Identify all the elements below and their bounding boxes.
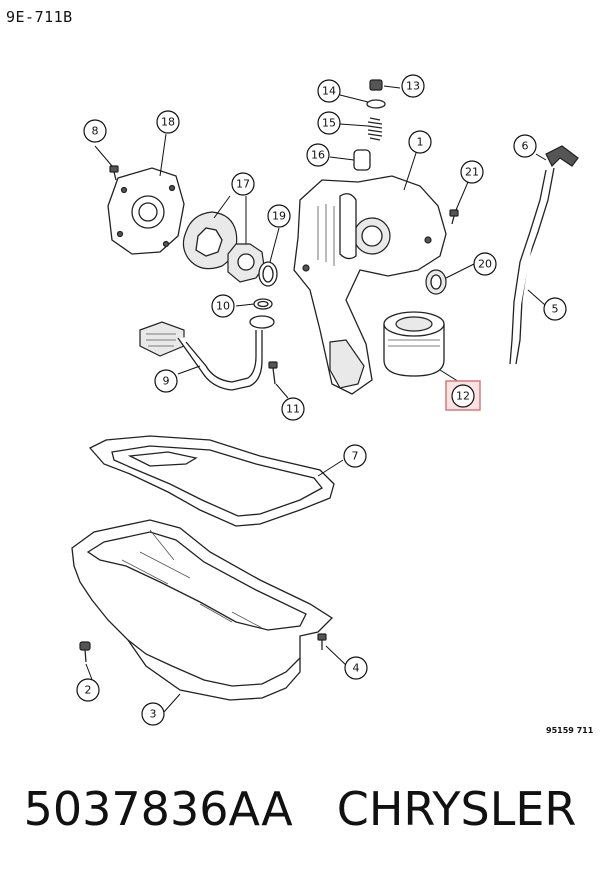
callout-3[interactable]: 3: [141, 702, 165, 726]
part-seal-20: [425, 269, 447, 295]
callout-2[interactable]: 2: [76, 678, 100, 702]
part-bolt-11: [268, 361, 278, 385]
part-bolt-4: [317, 633, 327, 650]
svg-text:1: 1: [417, 136, 424, 149]
footer: 5037836AA CHRYSLER: [0, 786, 600, 832]
svg-text:19: 19: [272, 210, 286, 223]
part-o-ring-10: [253, 298, 273, 310]
svg-text:18: 18: [161, 116, 175, 129]
figure-code: 95159 711: [546, 726, 594, 735]
brand-name: CHRYSLER: [336, 782, 577, 836]
svg-text:9: 9: [163, 375, 170, 388]
svg-text:15: 15: [322, 117, 336, 130]
svg-text:4: 4: [353, 662, 360, 675]
part-ring-19: [258, 261, 278, 287]
callout-4[interactable]: 4: [344, 656, 368, 680]
part-oil-pan: [71, 519, 334, 701]
svg-text:6: 6: [522, 140, 529, 153]
part-screw-8: [109, 165, 119, 181]
svg-text:21: 21: [465, 166, 479, 179]
callout-11[interactable]: 11: [281, 397, 305, 421]
callout-14[interactable]: 14: [317, 79, 341, 103]
callout-1[interactable]: 1: [408, 130, 432, 154]
callout-8[interactable]: 8: [83, 119, 107, 143]
callout-19[interactable]: 19: [267, 204, 291, 228]
svg-text:7: 7: [352, 450, 359, 463]
exploded-parts-diagram: 1 2 3 4 5 6 7 8: [71, 74, 579, 726]
part-oil-pickup-tube: [139, 315, 275, 391]
svg-text:20: 20: [478, 258, 492, 271]
callout-9[interactable]: 9: [154, 369, 178, 393]
part-dipstick: [509, 145, 579, 365]
part-number: 5037836AA: [23, 782, 293, 836]
callout-7[interactable]: 7: [343, 444, 367, 468]
svg-text:13: 13: [406, 80, 420, 93]
svg-text:3: 3: [150, 708, 157, 721]
svg-text:17: 17: [236, 178, 250, 191]
svg-text:2: 2: [85, 684, 92, 697]
callout-6[interactable]: 6: [513, 134, 537, 158]
callout-16[interactable]: 16: [306, 143, 330, 167]
part-oil-pump-cover: [107, 167, 185, 255]
part-bolt-21: [449, 209, 459, 225]
callout-10[interactable]: 10: [211, 294, 235, 318]
svg-text:5: 5: [552, 303, 559, 316]
part-oil-pan-gasket: [88, 435, 335, 527]
svg-text:14: 14: [322, 85, 336, 98]
callout-5[interactable]: 5: [543, 297, 567, 321]
callout-15[interactable]: 15: [317, 111, 341, 135]
leader-lines: [85, 85, 547, 713]
diagram-code: 9E-711B: [6, 8, 73, 26]
callout-18[interactable]: 18: [156, 110, 180, 134]
svg-text:10: 10: [216, 300, 230, 313]
svg-text:11: 11: [286, 403, 300, 416]
callout-12[interactable]: 12: [445, 380, 481, 411]
part-drain-plug: [79, 641, 91, 663]
callout-13[interactable]: 13: [401, 74, 425, 98]
callout-20[interactable]: 20: [473, 252, 497, 276]
callout-21[interactable]: 21: [460, 160, 484, 184]
part-oil-pump-rotors: [182, 211, 265, 283]
svg-text:8: 8: [92, 125, 99, 138]
part-relief-valve-stack: [353, 79, 386, 171]
callout-17[interactable]: 17: [231, 172, 255, 196]
part-oil-filter: [383, 311, 445, 377]
svg-text:16: 16: [311, 149, 325, 162]
part-oil-pump-body: [293, 175, 447, 395]
svg-text:12: 12: [456, 390, 470, 403]
